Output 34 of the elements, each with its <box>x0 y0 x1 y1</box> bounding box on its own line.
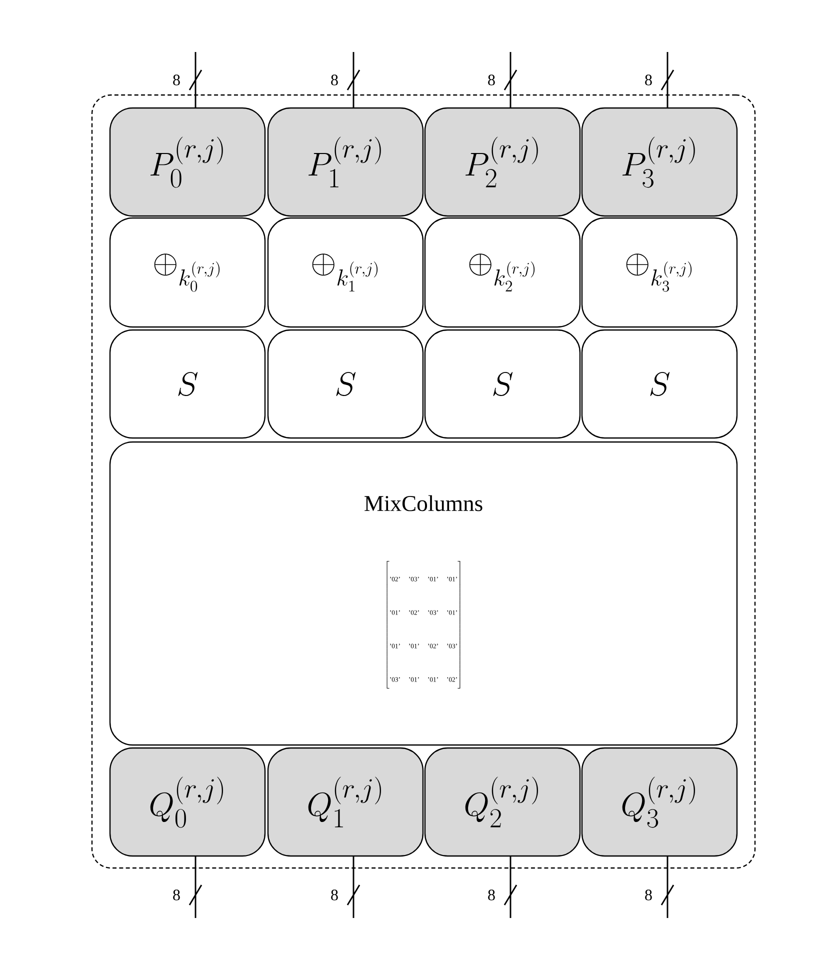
bus-line <box>346 855 360 919</box>
dashed-frame <box>91 94 756 869</box>
bus-line <box>188 855 202 919</box>
bus-width-label: 8 <box>645 74 652 86</box>
output-box: $Q_1^{(r,j)}$ <box>267 747 424 857</box>
input-box: $P_2^{(r,j)}$ <box>424 107 581 217</box>
output-box: $Q_0^{(r,j)}$ <box>109 747 266 857</box>
bus-width-label: 8 <box>331 74 338 86</box>
bus-line <box>660 51 674 109</box>
xor-box: $\oplus_{k_0^{(r,j)}}$ <box>109 217 266 328</box>
sbox-box: $S$ <box>267 329 424 439</box>
input-box: $P_1^{(r,j)}$ <box>267 107 424 217</box>
bus-line <box>346 51 360 109</box>
bus-width-label: 8 <box>488 890 495 900</box>
xor-box: $\oplus_{k_3^{(r,j)}}$ <box>581 217 738 328</box>
sbox-box: $S$ <box>424 329 581 439</box>
bus-width-label: 8 <box>645 890 652 900</box>
bus-line <box>504 51 518 109</box>
bus-width-label: 8 <box>488 74 495 86</box>
sbox-box: $S$ <box>109 329 266 439</box>
output-box: $Q_3^{(r,j)}$ <box>581 747 738 857</box>
bus-width-label: 8 <box>173 890 180 900</box>
bus-line <box>504 855 518 919</box>
bus-line <box>188 51 202 109</box>
sbox-box: $S$ <box>581 329 738 439</box>
xor-box: $\oplus_{k_1^{(r,j)}}$ <box>267 217 424 328</box>
output-box: $Q_2^{(r,j)}$ <box>424 747 581 857</box>
mixcolumns-box: MixColumns $\begin{bmatrix}\text{'02'} & \text{'03'} & \text{'01'} & \text{'01'} \\ \text{'01'} & \text{'02'} & \text{'03'} & \text{'01'} \\ \text{'01'} & \text{'01'} & \text{'02'} & \text{'03'} \\ \text{'03'} & \text{'01'} & \text{'01'} & \text{'02'}\end{bmatrix}$ <box>109 441 738 746</box>
input-box: $P_0^{(r,j)}$ <box>109 107 266 217</box>
bus-width-label: 8 <box>331 890 338 900</box>
bus-width-label: 8 <box>173 74 180 86</box>
xor-box: $\oplus_{k_2^{(r,j)}}$ <box>424 217 581 328</box>
bus-line <box>660 855 674 919</box>
input-box: $P_3^{(r,j)}$ <box>581 107 738 217</box>
